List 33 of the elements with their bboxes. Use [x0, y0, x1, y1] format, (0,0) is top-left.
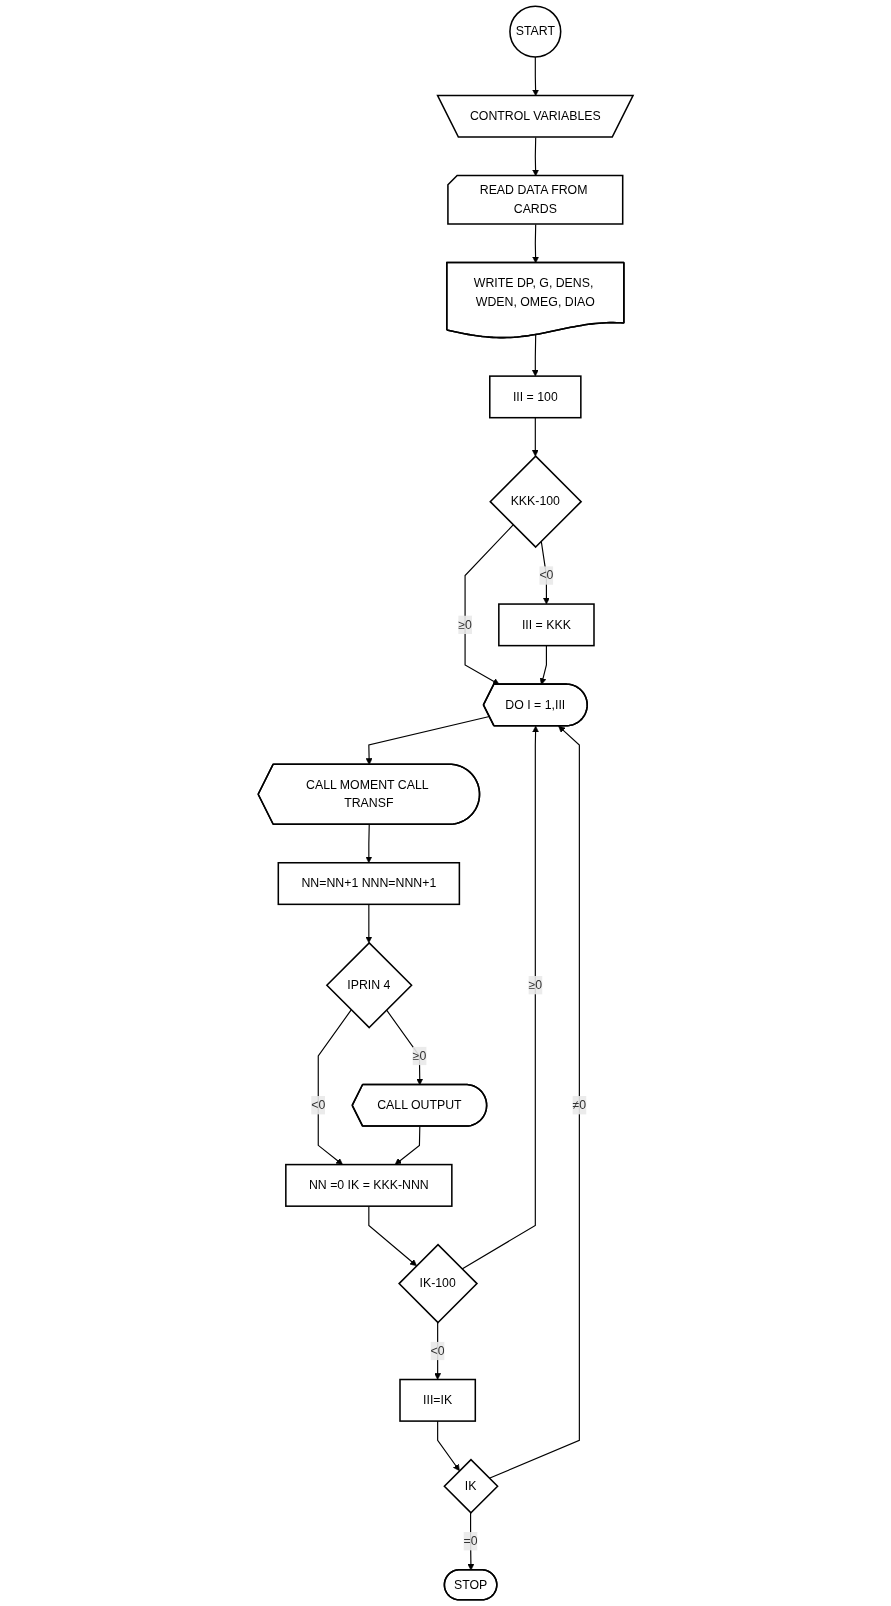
node-diamond: IK-100	[397, 1243, 478, 1324]
arrow	[540, 540, 550, 605]
node-diamond: IK	[443, 1458, 499, 1514]
arrow	[365, 903, 373, 944]
arrow	[365, 715, 490, 765]
arrow	[437, 1420, 460, 1471]
node-box: NN =0 IK = KKK-NNN	[284, 1163, 453, 1207]
arrow	[368, 1205, 417, 1267]
node-box: NN=NN+1 NNN=NNN+1	[277, 862, 461, 906]
arrow	[365, 824, 373, 864]
edge-label: <0	[430, 1344, 445, 1358]
arrow	[488, 725, 580, 1479]
arrow	[461, 725, 539, 1270]
node-box: III=IK	[399, 1378, 476, 1422]
edge-label: ≠0	[572, 1098, 587, 1112]
edge-label: ≥0	[458, 617, 472, 631]
arrow	[531, 417, 539, 457]
arrow	[464, 524, 514, 685]
arrow	[539, 645, 547, 685]
arrow	[317, 1009, 352, 1165]
node-diamond: IPRIN 4	[325, 941, 413, 1029]
edge-label: ≥0	[528, 978, 543, 992]
node-box: III = KKK	[497, 603, 595, 647]
arrow	[467, 1512, 475, 1571]
edge-label: =0	[463, 1534, 478, 1548]
node-box: III = 100	[488, 375, 582, 419]
edge-label: <0	[311, 1098, 326, 1112]
edge-label: ≥0	[412, 1049, 427, 1063]
edge-label: <0	[539, 568, 554, 582]
node-circle: START	[509, 5, 562, 58]
node-diamond: KKK-100	[489, 455, 583, 549]
arrow	[531, 334, 539, 377]
arrow	[434, 1321, 441, 1380]
